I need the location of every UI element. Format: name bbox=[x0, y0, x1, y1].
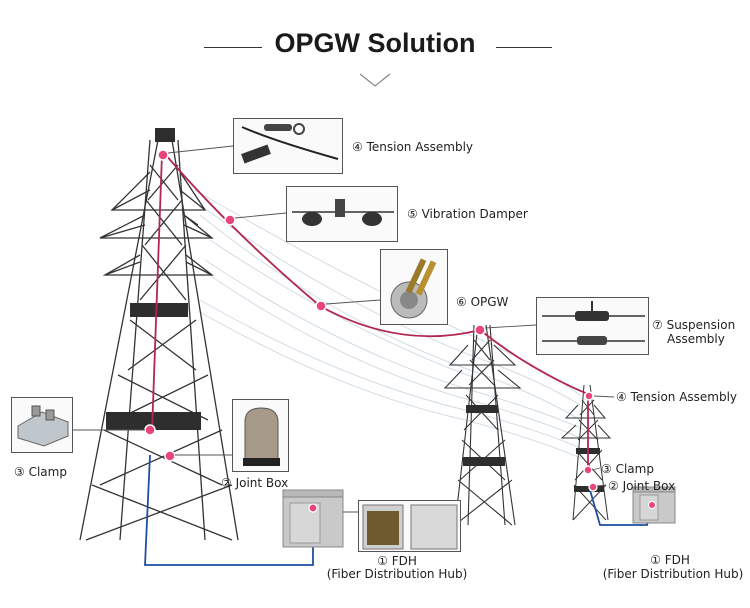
label-suspension-assembly-2: Assembly bbox=[667, 332, 725, 346]
fdh-right-cabinet bbox=[632, 486, 676, 524]
suspension-assembly-image bbox=[536, 297, 649, 355]
page-title: OPGW Solution bbox=[274, 28, 476, 58]
label-fdh-left-2: (Fiber Distribution Hub) bbox=[326, 567, 468, 581]
marker-joint-box-left bbox=[164, 450, 176, 462]
label-opgw: ⑥ OPGW bbox=[456, 295, 509, 309]
fdh-left-image bbox=[358, 500, 461, 552]
label-fdh-right-2: (Fiber Distribution Hub) bbox=[602, 567, 744, 581]
label-fdh-left-1: ① FDH bbox=[377, 554, 417, 568]
joint-box-image bbox=[232, 399, 289, 472]
tower-left bbox=[79, 139, 239, 541]
label-joint-box-right: ② Joint Box bbox=[608, 479, 676, 493]
tension-assembly-image bbox=[233, 118, 343, 174]
cable-markers bbox=[144, 149, 598, 492]
fdh-left-cabinet bbox=[282, 489, 344, 548]
label-suspension-assembly-1: ⑦ Suspension bbox=[652, 318, 736, 332]
label-clamp-right: ③ Clamp bbox=[601, 462, 654, 476]
tower-middle-crossarm-2 bbox=[463, 457, 505, 466]
opgw-image bbox=[380, 249, 448, 325]
title-rule-left bbox=[204, 47, 262, 48]
title-rule-right bbox=[496, 47, 552, 48]
marker-tension-top bbox=[157, 149, 169, 161]
tower-middle-crossarm-1 bbox=[466, 405, 498, 413]
tower-left-crossarm-top bbox=[155, 128, 175, 142]
marker-tension-right bbox=[584, 391, 594, 401]
tower-left-crossarm-2 bbox=[106, 412, 201, 430]
chevron-down-icon bbox=[359, 73, 391, 87]
marker-clamp-right bbox=[583, 465, 593, 475]
label-joint-box-left: ② Joint Box bbox=[221, 476, 289, 490]
label-clamp-left: ③ Clamp bbox=[14, 465, 67, 479]
marker-vibration-damper bbox=[224, 214, 236, 226]
tower-middle bbox=[443, 324, 522, 526]
marker-suspension bbox=[474, 324, 486, 336]
marker-joint-box-right bbox=[588, 482, 598, 492]
tower-left-crossarm-1 bbox=[130, 303, 188, 317]
marker-clamp-left bbox=[144, 424, 156, 436]
vibration-damper-image bbox=[286, 186, 398, 242]
label-vibration-damper: ⑤ Vibration Damper bbox=[407, 207, 528, 221]
clamp-image bbox=[11, 397, 73, 453]
label-fdh-right-1: ① FDH bbox=[650, 553, 690, 567]
marker-opgw bbox=[315, 300, 327, 312]
label-tension-assembly-right: ④ Tension Assembly bbox=[616, 390, 738, 404]
label-tension-assembly-top: ④ Tension Assembly bbox=[352, 140, 474, 154]
